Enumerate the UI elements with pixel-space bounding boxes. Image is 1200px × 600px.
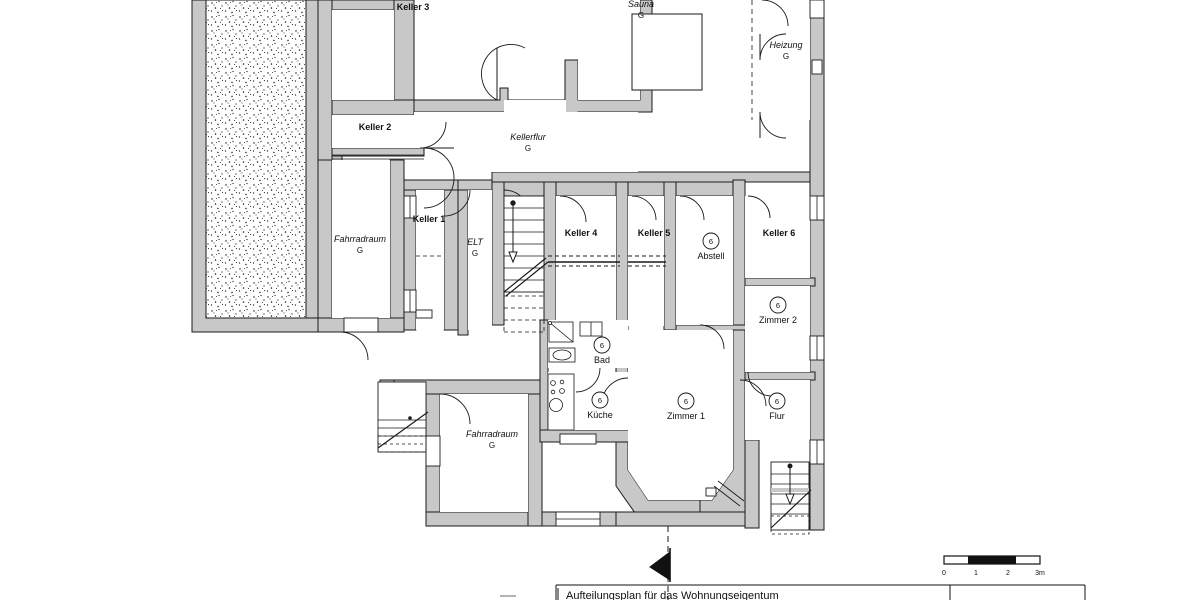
north-arrow — [649, 548, 671, 582]
scale-tick-1: 1 — [974, 570, 978, 577]
room-label-keller6: Keller 6 — [763, 228, 796, 238]
unit-number: 6 — [600, 341, 604, 350]
unit-number-circle — [702, 232, 720, 250]
room-unit-letter: G — [357, 246, 363, 255]
stove-burner-icon — [559, 379, 565, 385]
room-label-keller1: Keller 1 — [413, 214, 446, 224]
unit-room-name: Zimmer 1 — [667, 411, 705, 421]
bathroom-fixtures — [548, 320, 603, 363]
room-name: Kellerflur — [510, 132, 547, 142]
secondary-staircase — [770, 461, 812, 535]
room-label-keller2: Keller 2 — [359, 122, 392, 132]
unit-room-name: Flur — [769, 411, 785, 421]
title-block-caption: Aufteilungsplan für das Wohnungseigentum — [566, 590, 779, 600]
toilet-icon — [552, 349, 572, 361]
unit-room-name: Küche — [587, 410, 613, 420]
title-block — [555, 584, 1086, 600]
scale-bar: 0 1 2 3m — [942, 555, 1045, 577]
cellar-partition-lines — [332, 154, 666, 267]
stove-burner-icon — [550, 380, 556, 386]
room-unit-letter: G — [472, 249, 478, 258]
stove-burner-icon — [559, 388, 565, 394]
room-name: Keller 2 — [359, 122, 392, 132]
scale-tick-2: 2 — [1006, 570, 1010, 577]
kitchen-fixtures — [547, 373, 575, 431]
unit-number-circle — [591, 391, 609, 409]
room-name: Fahrradraum — [466, 429, 519, 439]
unit-number-circle — [677, 392, 695, 410]
wall-structure — [191, 0, 825, 531]
stair-break-line — [503, 257, 547, 293]
unit-number-circle — [769, 296, 787, 314]
entrance-bay-detail — [705, 480, 745, 507]
room-name: ELT — [467, 237, 484, 247]
unit-room-name: Zimmer 2 — [759, 315, 797, 325]
window-mullions — [409, 196, 818, 520]
unit-number-circle — [768, 392, 786, 410]
room-unit-letter: G — [638, 11, 644, 20]
unit-room-name: Bad — [594, 355, 610, 365]
room-name: Keller 4 — [565, 228, 598, 238]
room-label-keller5: Keller 5 — [638, 228, 671, 238]
room-unit-letter: G — [525, 144, 531, 153]
room-unit-letter: G — [489, 441, 495, 450]
unit-number: 6 — [775, 397, 779, 406]
room-label-keller4: Keller 4 — [565, 228, 598, 238]
room-name: Heizung — [769, 40, 802, 50]
stove-burner-icon — [550, 389, 556, 395]
sink-icon — [549, 398, 563, 412]
main-staircase — [503, 195, 549, 334]
stair-direction-arrow — [508, 200, 518, 264]
room-unit-letter: G — [783, 52, 789, 61]
scale-tick-0: 0 — [942, 570, 946, 577]
unit-number: 6 — [709, 237, 713, 246]
secondary-stair-arrow — [785, 463, 795, 506]
scale-tick-3: 3m — [1035, 570, 1045, 577]
room-floors — [332, 0, 810, 512]
unit-number: 6 — [598, 396, 602, 405]
door-leaf-lines — [424, 34, 761, 149]
sauna-cabin — [631, 13, 703, 91]
room-name: Fahrradraum — [334, 234, 387, 244]
unit-number: 6 — [776, 301, 780, 310]
room-name: Keller 1 — [413, 214, 446, 224]
room-name: Keller 3 — [397, 2, 430, 12]
unit-number-circle — [593, 336, 611, 354]
room-name: Sauna — [628, 0, 654, 9]
exterior-stair-left — [377, 381, 429, 453]
unit-room-name: Abstell — [697, 251, 724, 261]
room-name: Keller 6 — [763, 228, 796, 238]
light-well-hatch — [205, 0, 307, 319]
unit-number: 6 — [684, 397, 688, 406]
room-label-elt: ELT G — [467, 237, 484, 258]
room-name: Keller 5 — [638, 228, 671, 238]
room-label-keller3: Keller 3 — [397, 2, 430, 12]
